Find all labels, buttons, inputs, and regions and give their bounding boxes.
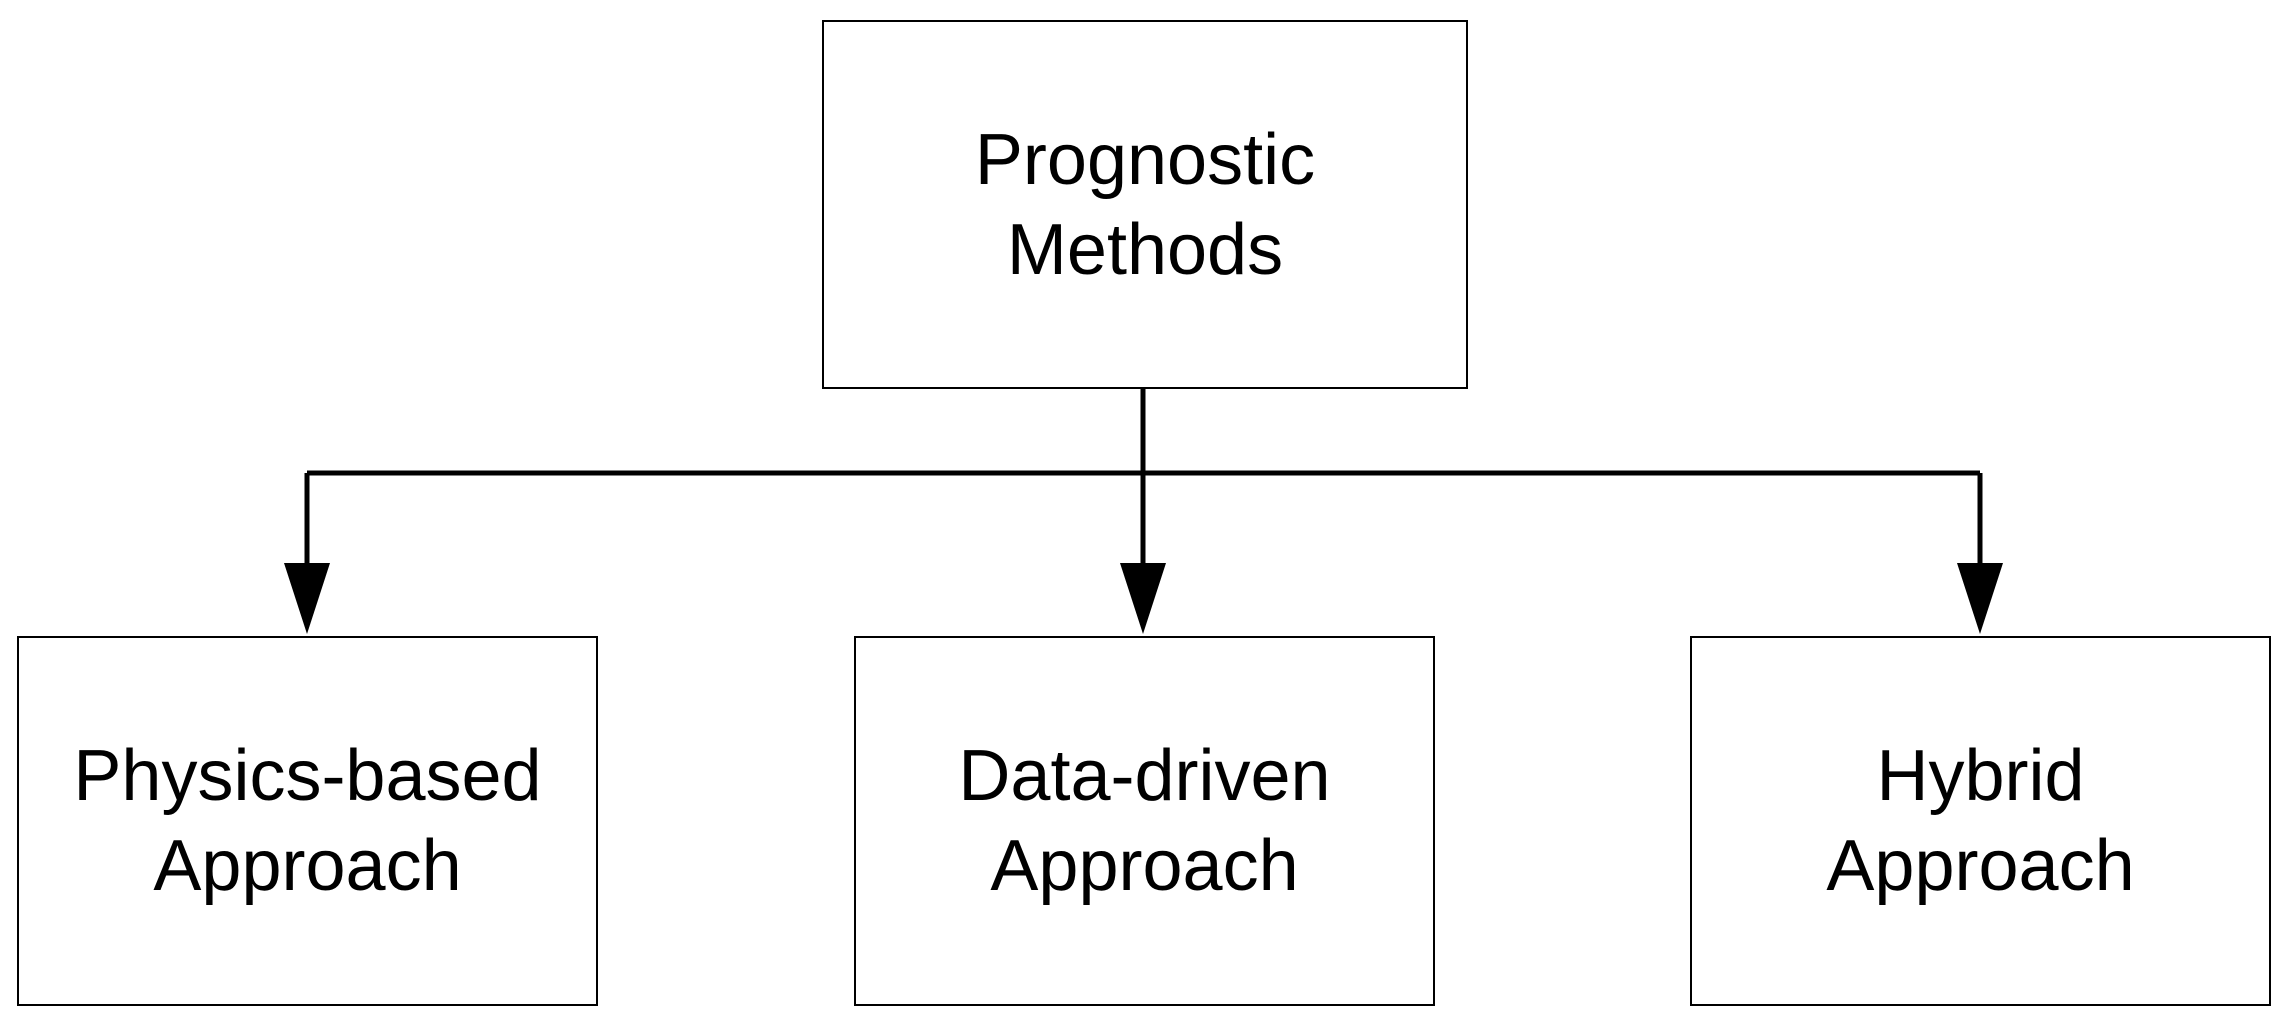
root-node-line-2: Methods <box>1006 209 1284 290</box>
root-node-prognostic-methods: Prognostic Methods <box>822 20 1468 389</box>
data-driven-node-line-1: Data-driven <box>958 736 1331 816</box>
node-hybrid-approach: Hybrid Approach <box>1690 636 2271 1006</box>
root-node-line-1: Prognostic <box>974 119 1316 200</box>
physics-node-line-1: Physics-based <box>73 736 542 816</box>
arrowhead-hybrid <box>1957 563 2003 634</box>
arrowhead-data-driven <box>1120 563 1166 634</box>
arrowhead-physics <box>284 563 330 634</box>
hybrid-node-line-1: Hybrid <box>1876 736 2085 816</box>
hybrid-node-line-2: Approach <box>1826 826 2135 906</box>
physics-node-line-2: Approach <box>153 826 462 906</box>
node-physics-based-approach: Physics-based Approach <box>17 636 598 1006</box>
data-driven-node-line-2: Approach <box>990 826 1299 906</box>
node-data-driven-approach: Data-driven Approach <box>854 636 1435 1006</box>
